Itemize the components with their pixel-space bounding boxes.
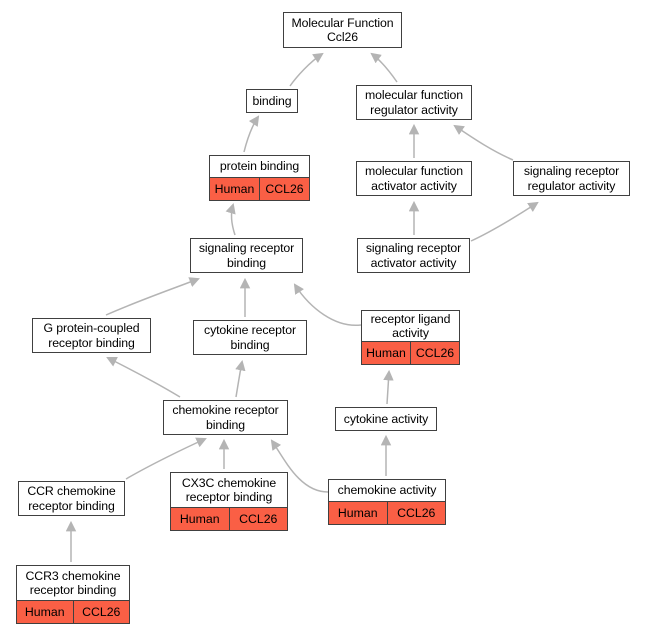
go-term-label: signaling receptor activator activity <box>365 241 462 270</box>
annotation-gene-cell[interactable]: CCL26 <box>411 342 459 364</box>
go-term-node-cytokine_recep_binding[interactable]: cytokine receptor binding <box>193 320 307 355</box>
annotation-gene-cell[interactable]: CCL26 <box>387 502 445 524</box>
annotation-species-cell[interactable]: Human <box>210 178 260 200</box>
graph-edge <box>235 359 246 398</box>
annotation-species-cell[interactable]: Human <box>171 508 230 530</box>
annotation-species-cell[interactable]: Human <box>17 601 74 623</box>
go-term-label: protein binding <box>219 159 300 174</box>
go-term-node-sig_recep_binding[interactable]: signaling receptor binding <box>190 238 303 273</box>
go-term-label: molecular function activator activity <box>365 164 463 193</box>
go-term-label: cytokine receptor binding <box>204 323 296 352</box>
annotation-species-cell[interactable]: Human <box>329 502 388 524</box>
go-term-node-ccr_binding[interactable]: CCR chemokine receptor binding <box>18 481 125 516</box>
go-term-label: CCR3 chemokine receptor binding <box>25 568 121 598</box>
go-term-node-cytokine_activity[interactable]: cytokine activity <box>335 407 437 431</box>
go-term-label: G protein-coupled receptor binding <box>43 321 140 350</box>
go-term-label: signaling receptor binding <box>198 241 295 270</box>
graph-edge <box>106 357 181 398</box>
graph-edge <box>225 202 236 236</box>
go-term-node-sig_recep_regulator[interactable]: signaling receptor regulator activity <box>513 161 630 196</box>
go-term-node-binding[interactable]: binding <box>246 89 298 113</box>
go-term-label: chemokine receptor binding <box>172 403 279 432</box>
graph-edge <box>370 52 398 83</box>
go-term-node-sig_recep_activator[interactable]: signaling receptor activator activity <box>357 238 470 273</box>
go-term-label: CX3C chemokine receptor binding <box>181 475 277 505</box>
graph-edge <box>105 277 200 316</box>
go-term-node-mf_activator[interactable]: molecular function activator activity <box>356 161 472 196</box>
go-term-node-chemokine_recep_binding[interactable]: chemokine receptor binding <box>163 400 288 435</box>
go-term-label: molecular function regulator activity <box>365 88 463 117</box>
go-term-label: Molecular Function Ccl26 <box>291 15 394 45</box>
graph-edge <box>470 201 539 242</box>
go-term-node-gpcr_binding[interactable]: G protein-coupled receptor binding <box>32 318 151 353</box>
graph-edge <box>289 52 324 87</box>
graph-edge <box>243 115 260 153</box>
go-term-label: cytokine activity <box>343 411 429 426</box>
go-term-label: chemokine activity <box>337 483 437 498</box>
go-term-label: receptor ligand activity <box>370 311 451 341</box>
go-term-node-mf_regulator[interactable]: molecular function regulator activity <box>356 85 472 120</box>
graph-edge <box>383 369 394 405</box>
annotation-species-cell[interactable]: Human <box>362 342 411 364</box>
go-term-node-root[interactable]: Molecular Function Ccl26 <box>283 12 402 48</box>
annotation-gene-cell[interactable]: CCL26 <box>73 601 129 623</box>
graph-edge <box>453 124 514 161</box>
go-term-label: CCR chemokine receptor binding <box>27 484 116 513</box>
annotation-gene-cell[interactable]: CCL26 <box>260 178 309 200</box>
go-term-label: binding <box>252 93 292 108</box>
annotation-gene-cell[interactable]: CCL26 <box>229 508 287 530</box>
go-term-label: signaling receptor regulator activity <box>523 164 620 193</box>
